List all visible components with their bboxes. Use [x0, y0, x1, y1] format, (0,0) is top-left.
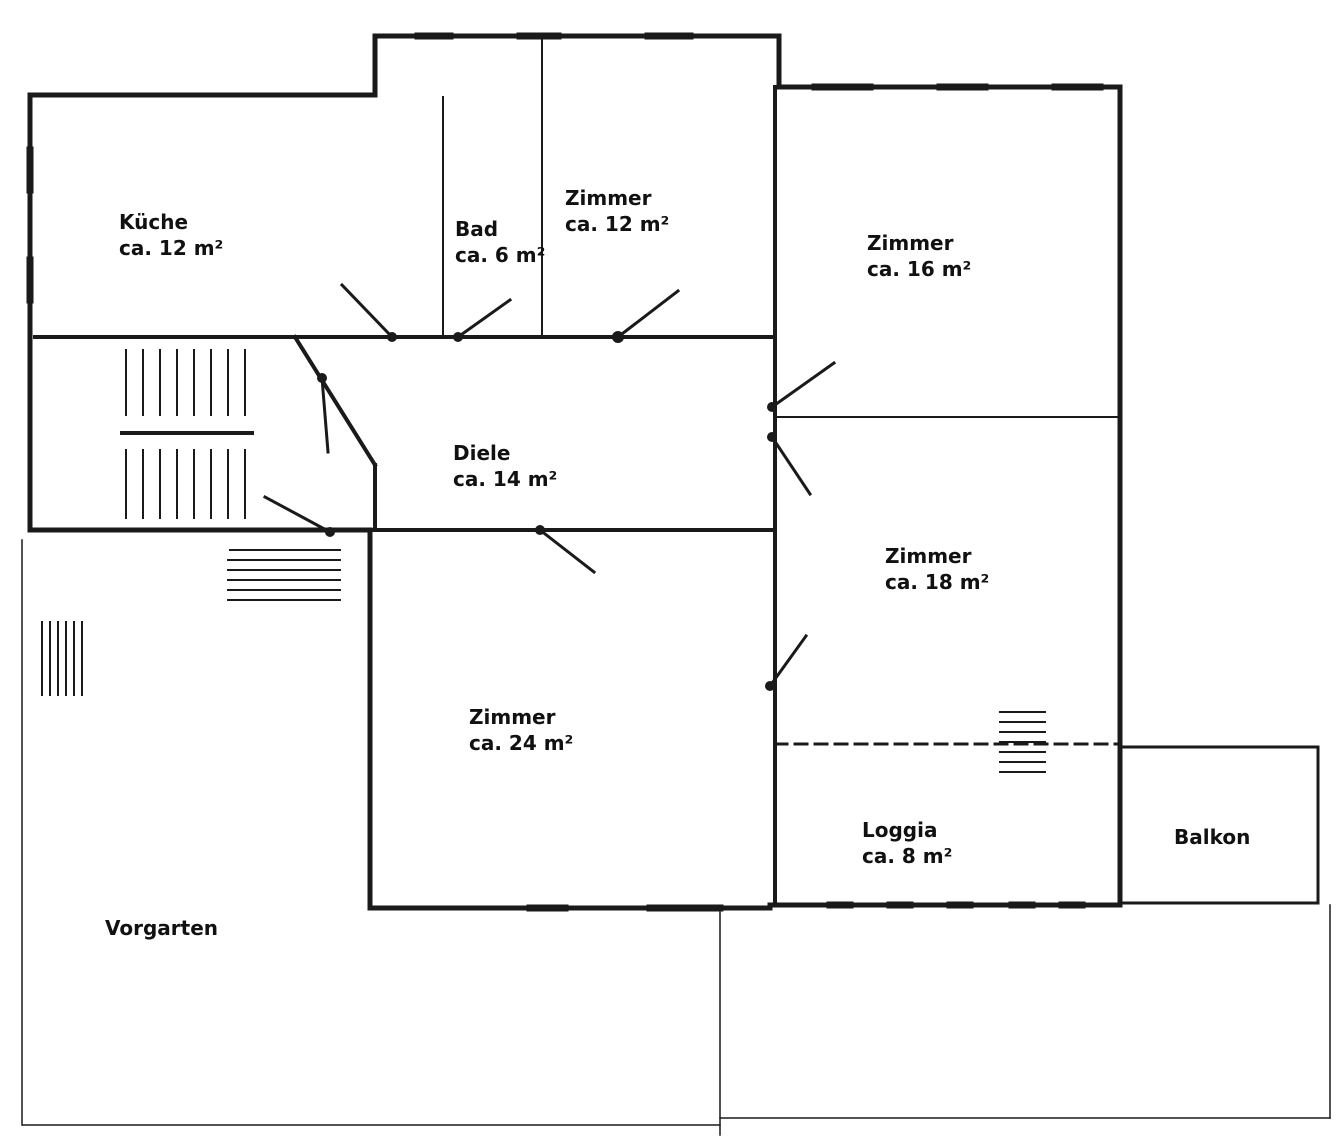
garden-hatching [41, 621, 83, 696]
room-area: ca. 6 m² [455, 243, 546, 267]
room-zimmer-18: Zimmer ca. 18 m² [885, 543, 989, 595]
room-balkon: Balkon [1174, 824, 1250, 850]
door-hinges [317, 331, 777, 691]
room-area: ca. 14 m² [453, 467, 558, 491]
room-area: ca. 18 m² [885, 570, 990, 594]
staircase [120, 349, 254, 519]
interior-walls [33, 39, 1121, 907]
room-loggia: Loggia ca. 8 m² [862, 817, 952, 869]
window-marks [26, 32, 1104, 912]
entrance-steps [227, 549, 341, 601]
room-area: ca. 12 m² [565, 212, 670, 236]
room-zimmer-24: Zimmer ca. 24 m² [469, 704, 573, 756]
room-zimmer-12: Zimmer ca. 12 m² [565, 185, 669, 237]
room-name: Zimmer [885, 544, 972, 568]
room-bad: Bad ca. 6 m² [455, 216, 545, 268]
room-name: Küche [119, 210, 189, 234]
room-name: Diele [453, 441, 511, 465]
room-area: ca. 8 m² [862, 844, 953, 868]
loggia-balkon-outline [773, 742, 1320, 905]
room-zimmer-16: Zimmer ca. 16 m² [867, 230, 971, 282]
room-diele: Diele ca. 14 m² [453, 440, 557, 492]
area-vorgarten: Vorgarten [105, 915, 218, 941]
room-area: ca. 12 m² [119, 236, 224, 260]
room-name: Zimmer [565, 186, 652, 210]
door-swings [262, 282, 837, 689]
room-name: Bad [455, 217, 499, 241]
room-name: Loggia [862, 818, 938, 842]
loggia-steps [999, 711, 1046, 773]
property-boundary [21, 539, 1331, 1136]
room-name: Zimmer [867, 231, 954, 255]
room-name: Balkon [1174, 825, 1251, 849]
room-area: ca. 16 m² [867, 257, 972, 281]
area-name: Vorgarten [105, 916, 219, 940]
room-area: ca. 24 m² [469, 731, 574, 755]
room-kueche: Küche ca. 12 m² [119, 209, 223, 261]
room-name: Zimmer [469, 705, 556, 729]
